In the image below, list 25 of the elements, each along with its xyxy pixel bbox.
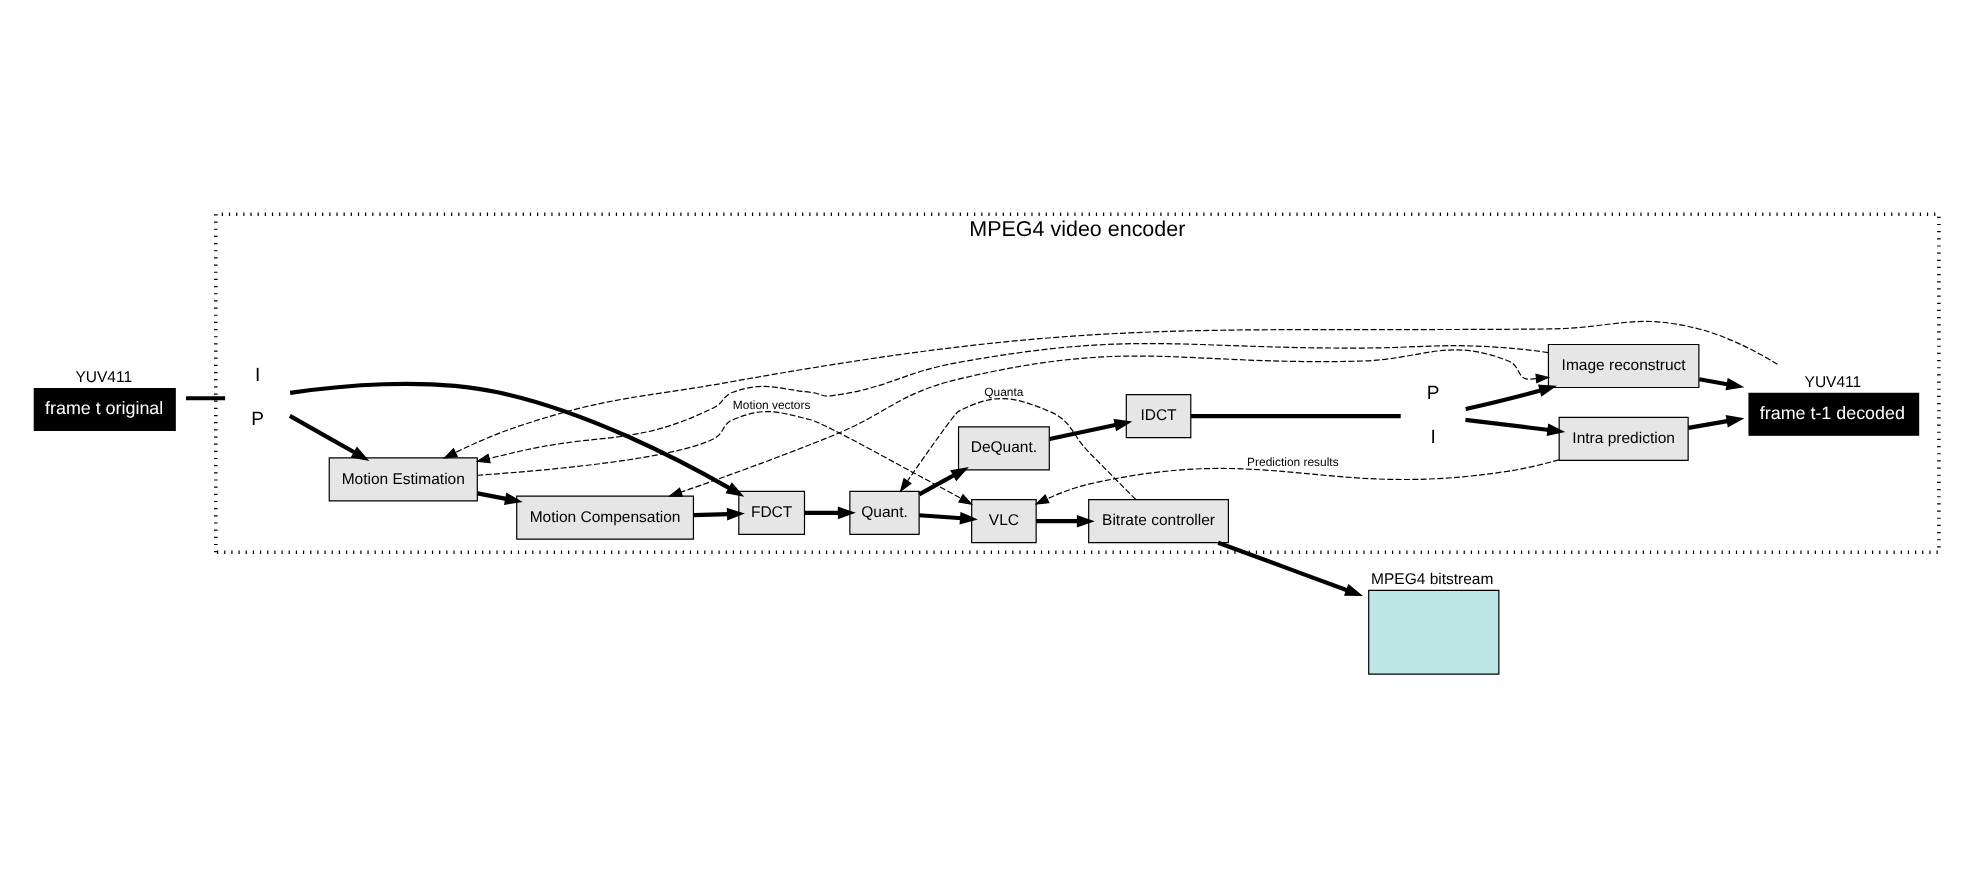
node-label: I [1429,426,1435,449]
connector [1189,414,1400,419]
arrow [666,349,1550,497]
arrow [1216,540,1363,597]
arrow [1686,415,1744,430]
arrow [288,381,744,497]
arrow [1048,419,1132,441]
node-label: P [250,408,263,431]
arrow [1033,459,1559,505]
arrow [918,511,977,525]
node-label: I [253,364,260,387]
arrow [803,506,855,520]
arrow [1697,377,1744,391]
arrow [1464,417,1565,436]
arrow [692,507,744,521]
arrow [475,411,973,505]
arrow [474,343,1548,464]
arrow [917,467,968,497]
arrow [1464,384,1556,412]
arrow [1035,514,1094,528]
node-label: P [1425,382,1439,405]
connector [185,396,225,401]
arrow [476,491,522,505]
arrow [287,414,369,461]
arrow [898,397,1136,501]
